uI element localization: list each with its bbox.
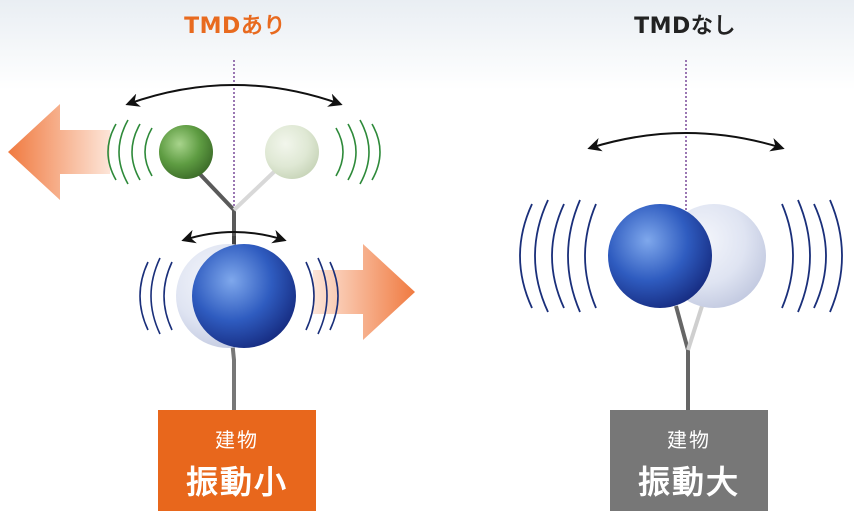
building-swing-arrow-left — [181, 229, 287, 244]
orange-arrow-right — [313, 244, 415, 340]
green-waves-left — [107, 119, 153, 185]
blue-waves-left-small — [139, 257, 173, 335]
right-scene — [519, 60, 843, 410]
vibration-small-label: 振動小 — [185, 463, 288, 501]
building-ball-right — [608, 204, 712, 308]
building-support-right — [674, 305, 690, 410]
left-scene — [8, 60, 415, 410]
building-sub-label-right: 建物 — [667, 428, 711, 452]
tmd-swing-arrow — [125, 84, 343, 107]
blue-waves-left-large — [519, 199, 597, 313]
building-label-left: 建物 振動小 — [158, 410, 316, 511]
blue-waves-right-small — [305, 257, 339, 335]
title-with-tmd: TMDあり — [184, 14, 286, 39]
title-without-tmd: TMDなし — [634, 14, 736, 39]
tmd-string — [194, 168, 236, 236]
building-support-right-ghost — [686, 305, 704, 351]
tmd-string-ghost — [232, 168, 278, 212]
blue-waves-right-large — [781, 199, 843, 313]
orange-arrow-left — [8, 104, 110, 200]
vibration-large-label: 振動大 — [637, 463, 740, 501]
building-label-right: 建物 振動大 — [610, 410, 768, 511]
building-sub-label-left: 建物 — [215, 428, 259, 452]
building-swing-arrow-right — [587, 132, 785, 152]
green-waves-right — [335, 119, 381, 185]
tmd-ball-ghost — [265, 125, 319, 179]
building-support-left — [230, 339, 236, 410]
building-ball-left — [192, 244, 296, 348]
tmd-ball — [159, 125, 213, 179]
